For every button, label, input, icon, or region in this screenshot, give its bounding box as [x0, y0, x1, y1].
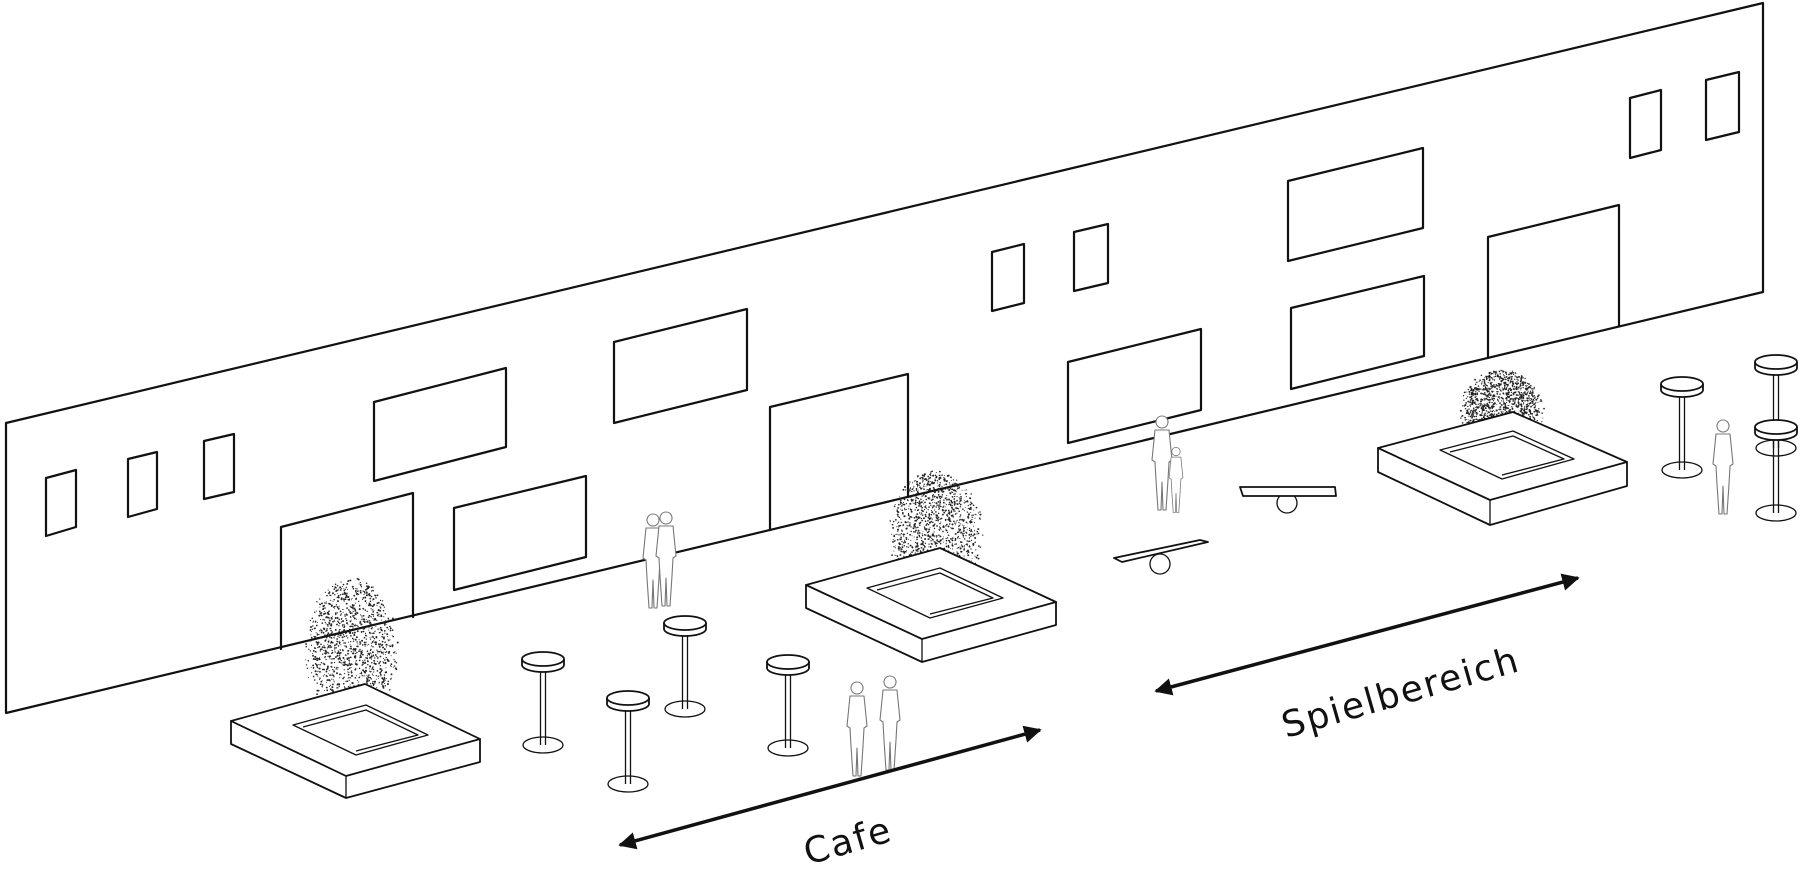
window-small-7 — [1704, 70, 1741, 142]
window-large-5 — [1286, 146, 1425, 263]
window-small-5 — [1072, 222, 1110, 293]
facade-outline — [4, 1, 1765, 715]
double-headed-arrow-icon — [618, 725, 1042, 850]
seesaw-icon — [1239, 486, 1337, 514]
window-large-6 — [1289, 274, 1426, 391]
double-headed-arrow-icon — [1154, 573, 1580, 696]
bistro-table-icon — [1660, 376, 1704, 479]
planter-3 — [1377, 411, 1628, 526]
play-equipment — [1113, 486, 1337, 575]
planter-2 — [805, 547, 1057, 663]
window-small-1 — [44, 468, 78, 538]
person-silhouette-icon — [1168, 446, 1184, 513]
window-large-4 — [1066, 327, 1203, 445]
bistro-table-icon — [766, 654, 810, 757]
window-small-4 — [990, 242, 1026, 313]
bistro-table-icon — [663, 615, 707, 718]
tree-group — [305, 369, 1545, 723]
bistro-table-icon — [606, 690, 650, 793]
door-3 — [1486, 203, 1621, 360]
window-large-3 — [612, 307, 749, 425]
person-silhouette-icon — [879, 675, 901, 771]
seesaw-icon — [1113, 539, 1209, 575]
zone-cafe: Cafe — [618, 725, 1042, 874]
window-small-2 — [126, 450, 159, 519]
person-silhouette-icon — [1712, 419, 1734, 515]
person-silhouette-icon — [1151, 415, 1173, 511]
person-silhouette-icon — [846, 681, 868, 777]
bistro-table-icon — [1754, 419, 1798, 522]
spielbereich-label: Spielbereich — [1277, 640, 1524, 747]
person-silhouette-icon — [655, 511, 677, 607]
window-large-1 — [372, 366, 508, 483]
door-2 — [768, 372, 910, 532]
planter-1 — [230, 683, 481, 799]
bistro-table-icon — [521, 651, 565, 754]
door-1 — [279, 491, 415, 651]
window-large-2 — [452, 474, 588, 592]
cafe-label: Cafe — [799, 809, 897, 873]
window-small-6 — [1628, 88, 1663, 160]
zone-spielbereich: Spielbereich — [1154, 573, 1580, 747]
window-small-3 — [202, 432, 236, 501]
building-facade — [4, 1, 1765, 715]
